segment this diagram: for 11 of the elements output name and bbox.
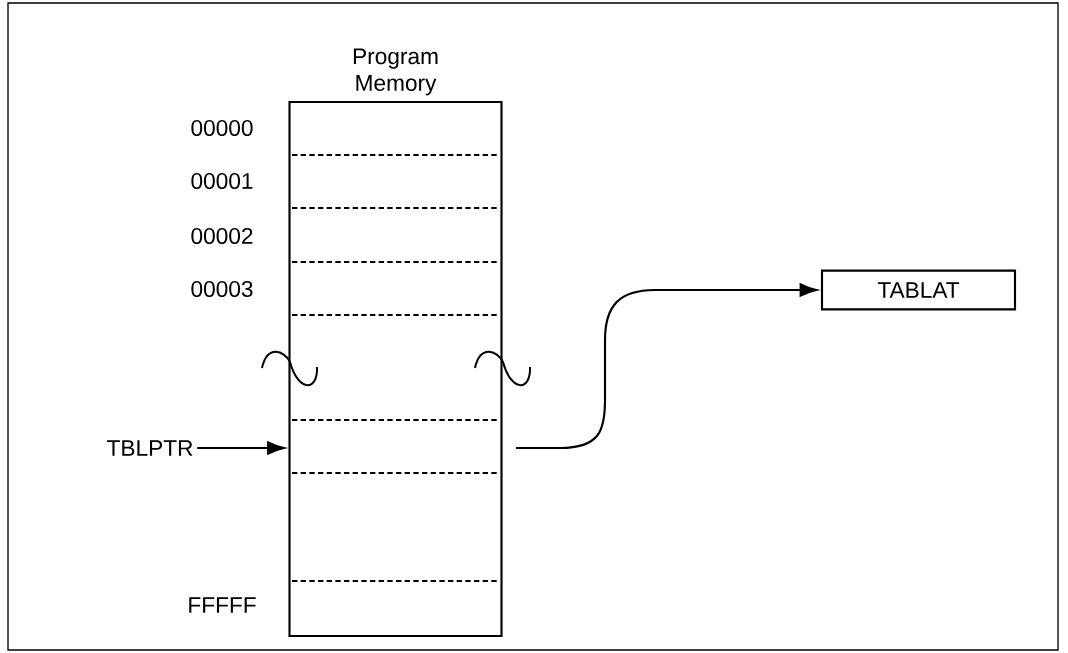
address-label: 00003 (191, 280, 253, 298)
address-label: 00001 (191, 172, 253, 190)
node-label: Program Memory (353, 48, 438, 96)
address-label: 00002 (191, 227, 253, 245)
arrow (197, 441, 285, 455)
address-label: 00000 (191, 119, 253, 137)
memory-block: Program Memory (288, 48, 503, 638)
address-label: FFFFF (189, 597, 256, 613)
arrow (515, 283, 818, 450)
register-box: TABLAT (820, 269, 1017, 311)
pointer-label: TBLPTR (107, 440, 193, 456)
